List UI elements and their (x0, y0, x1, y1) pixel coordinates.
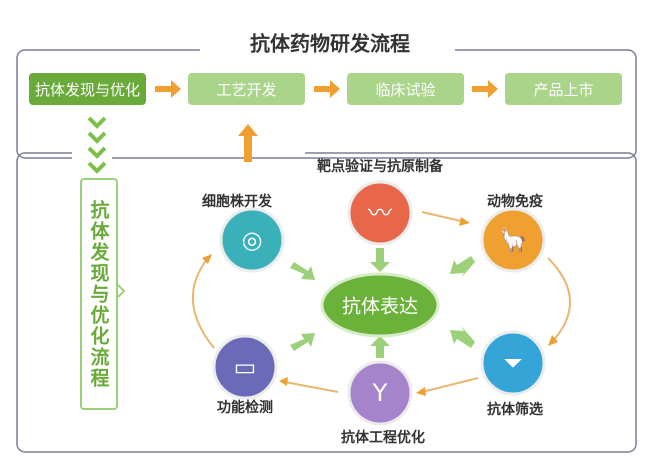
node-circle (347, 360, 413, 426)
page-title: 抗体药物研发流程 (238, 27, 422, 57)
alpaca-icon: 🦙 (498, 226, 528, 254)
step-market-launch: 产品上市 (505, 73, 622, 105)
node-circle (219, 207, 285, 273)
green-arrows (290, 248, 475, 358)
step-arrows (155, 80, 498, 162)
up-arrow (238, 124, 258, 162)
node-label-screening: 抗体筛选 (487, 402, 543, 418)
center-ellipse (320, 272, 440, 338)
step-antibody-discovery: 抗体发现与优化 (29, 73, 146, 105)
step-process-development: 工艺开发 (188, 73, 305, 105)
side-label: 抗体发现与优化流程 (87, 199, 110, 389)
node-label-function-test: 功能检测 (217, 400, 273, 416)
monitor-icon: ▭ (234, 353, 257, 381)
antigen-icon: 〰 (368, 199, 392, 227)
funnel-icon: ⏷ (503, 349, 522, 377)
node-circle (480, 207, 546, 273)
node-label-antigen: 靶点验证与抗原制备 (317, 159, 443, 175)
bottom-frame (16, 152, 637, 453)
node-label-immunization: 动物免疫 (487, 194, 543, 210)
node-label-cell-line: 细胞株开发 (202, 194, 272, 210)
node-label-engineering: 抗体工程优化 (341, 430, 425, 446)
node-circle (212, 334, 278, 400)
top-frame (16, 49, 637, 159)
step-clinical-trial: 临床试验 (347, 73, 464, 105)
cycle-arrows (191, 211, 572, 393)
chevron-down-icons (87, 116, 107, 174)
side-label-box: 抗体发现与优化流程 (80, 178, 118, 410)
center-label: 抗体表达 (341, 295, 419, 318)
node-circle (480, 330, 546, 396)
antibody-icon: Y (372, 379, 388, 407)
cell-icon: ◎ (242, 226, 263, 254)
cycle-arrowheads (202, 217, 558, 396)
node-circle (347, 180, 413, 246)
side-notch (117, 284, 126, 298)
